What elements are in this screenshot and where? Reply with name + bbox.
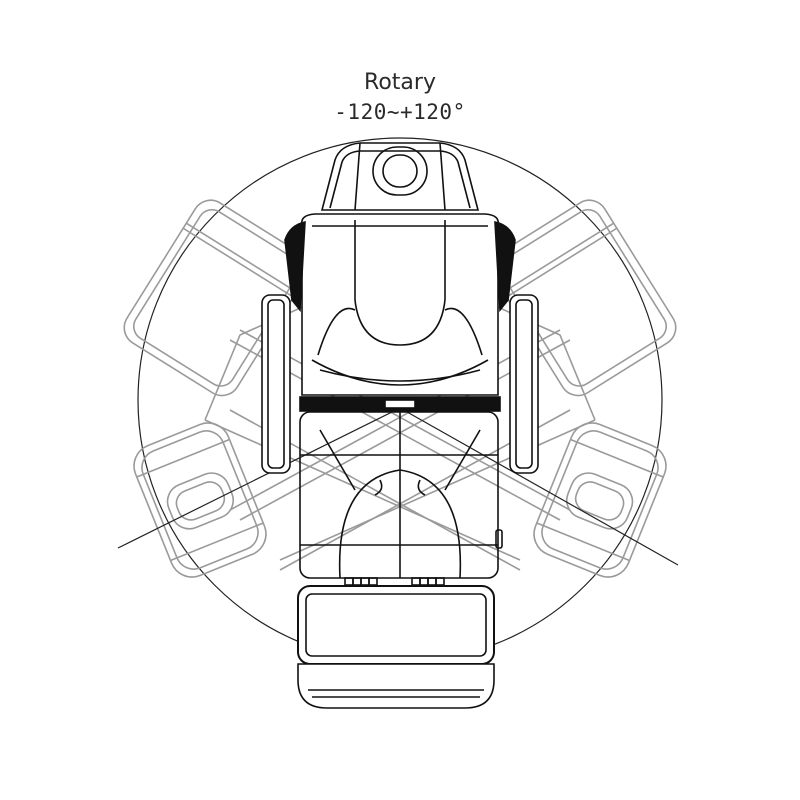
ghost-chair-left (123, 199, 571, 578)
rotation-range-label: -120~+120° (334, 100, 466, 124)
angle-line-right (399, 407, 679, 566)
angle-line-left (117, 407, 401, 549)
main-chair (261, 142, 539, 709)
armrest-left (261, 294, 291, 474)
headrest (320, 142, 480, 211)
seat-connectors (344, 577, 445, 586)
footrest-extension (297, 663, 495, 709)
seat (299, 411, 499, 579)
armrest-right (509, 294, 539, 474)
backrest (300, 213, 500, 396)
rotary-title: Rotary (364, 70, 436, 95)
headrest-grip (372, 146, 428, 196)
footrest (297, 585, 495, 665)
